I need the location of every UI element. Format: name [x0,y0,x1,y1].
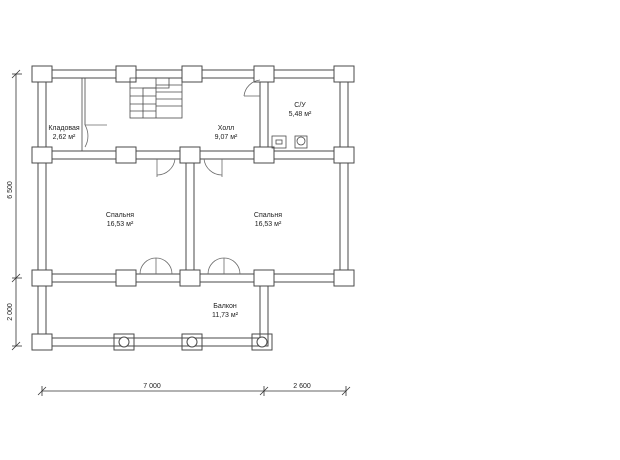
room-name-wc: С/У [294,102,306,109]
wc-fixtures [271,135,308,149]
dimension-lines: 6 500 2 000 7 000 2 600 [7,69,351,396]
room-area-hall: 9,07 м² [215,134,238,141]
balcony-door-2b [223,257,241,275]
dim-left-upper: 6 500 [7,181,14,199]
bedroom-partition [185,150,195,283]
room-name-bedroom-1: Спальня [106,212,134,219]
balcony-columns [113,333,273,351]
balcony-door-1b [155,257,173,275]
doors [84,79,261,275]
room-area-pantry: 2,62 м² [53,134,76,141]
room-name-bedroom-2: Спальня [254,212,282,219]
dim-bottom-left: 7 000 [143,383,161,390]
balcony-bottom-wall [37,337,269,347]
balcony-door-2a [207,257,225,275]
room-name-pantry: Кладовая [48,125,80,132]
balcony-door-1a [139,257,157,275]
wc-door [243,79,261,97]
room-area-bedroom-1: 16,53 м² [107,221,134,228]
dim-left-lower: 2 000 [7,303,14,321]
wc-partition [259,69,269,160]
room-area-wc: 5,48 м² [289,111,312,118]
pantry-door [84,124,89,148]
log-corners [31,65,355,351]
staircase [129,77,183,119]
dim-bottom-right: 2 600 [293,383,311,390]
toilet [294,135,308,149]
shower-tray [271,135,287,149]
right-wall [339,69,349,286]
room-name-hall: Холл [218,125,235,132]
room-area-bedroom-2: 16,53 м² [255,221,282,228]
bedroom2-door [203,158,223,176]
room-area-balcony: 11,73 м² [212,312,239,319]
left-wall [37,69,47,346]
room-name-balcony: Балкон [213,303,237,310]
room-labels: Кладовая 2,62 м² Холл 9,07 м² С/У 5,48 м… [48,102,312,319]
bedroom1-door [156,158,176,176]
